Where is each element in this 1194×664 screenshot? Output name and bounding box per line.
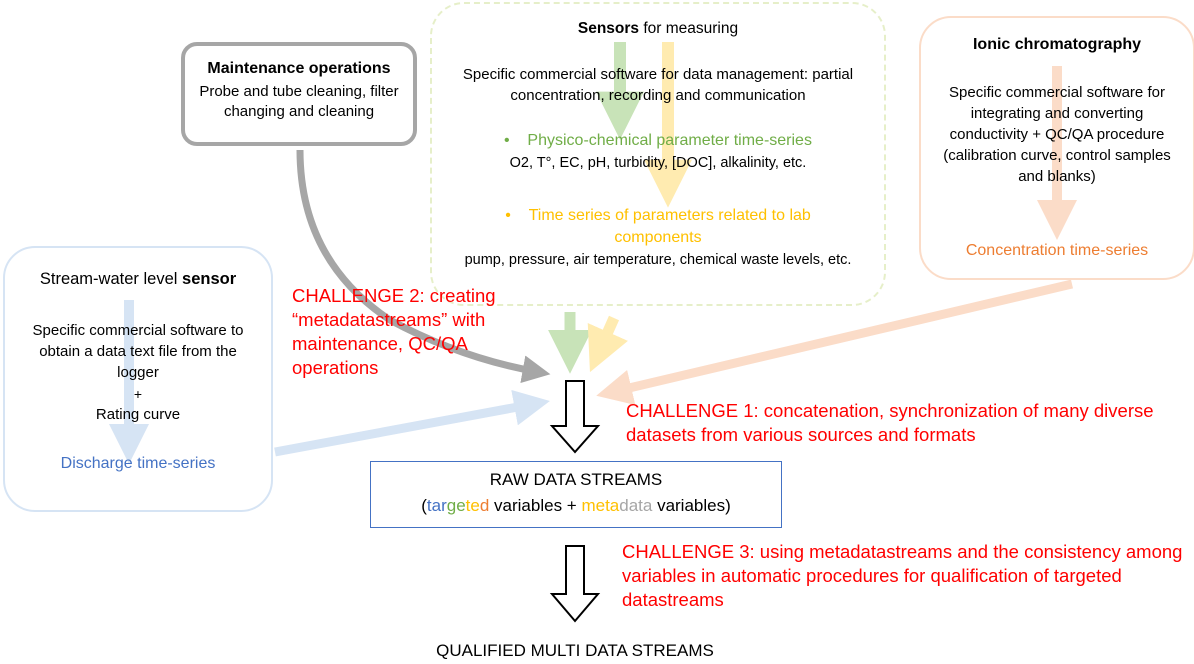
stream-body: Specific commercial software to obtain a… (32, 322, 244, 381)
sensors-bullet-physico-body: O2, T°, EC, pH, turbidity, [DOC], alkali… (509, 155, 807, 171)
challenge-2-text: CHALLENGE 2: creating “metadatastreams” … (292, 285, 496, 379)
sensors-bullet-lab: • Time series of parameters related to l… (505, 207, 811, 247)
stream-to-raw-arrow (274, 389, 550, 457)
sensors-bullet-physico: • Physico-chemical parameter time-series (504, 132, 812, 149)
bullet-dot-green: • (504, 132, 528, 149)
hollow-arrow-to-raw (549, 380, 601, 454)
stream-box: Stream-water level sensor Specific comme… (3, 246, 273, 512)
qualified-streams-label: QUALIFIED MULTI DATA STREAMS (436, 641, 714, 660)
raw-title: RAW DATA STREAMS (489, 470, 663, 489)
sensors-bullet-lab-body: pump, pressure, air temperature, chemica… (464, 252, 852, 268)
stream-rating: Rating curve (95, 406, 181, 423)
challenge-1-text: CHALLENGE 1: concatenation, synchronizat… (626, 400, 1154, 446)
stream-output: Discharge time-series (60, 455, 216, 472)
sensors-box: Sensors for measuring Specific commercia… (430, 2, 886, 306)
ionic-box: Ionic chromatography Specific commercial… (919, 16, 1194, 280)
maintenance-title: Maintenance operations (207, 60, 391, 77)
bullet-dot-yellow: • (505, 207, 529, 224)
sensors-software-text: Specific commercial software for data ma… (462, 66, 854, 104)
stream-title: Stream-water level sensor (39, 270, 237, 288)
raw-subtitle: (targeted variables + metadata variables… (421, 496, 731, 515)
ionic-output: Concentration time-series (965, 242, 1149, 259)
maintenance-box: Maintenance operations Probe and tube cl… (181, 42, 417, 146)
sensors-title: Sensors for measuring (577, 20, 739, 37)
ionic-body: Specific commercial software for integra… (943, 84, 1171, 185)
stream-plus: + (133, 386, 143, 402)
maintenance-body: Probe and tube cleaning, filter changing… (199, 83, 399, 121)
sensors-yellow-arrow (587, 315, 628, 373)
challenge-3-text: CHALLENGE 3: using metadatastreams and t… (622, 541, 1183, 611)
hollow-arrow-to-qualified (549, 545, 601, 623)
raw-data-streams-box: RAW DATA STREAMS (targeted variables + m… (370, 461, 782, 528)
ionic-title: Ionic chromatography (972, 36, 1142, 53)
